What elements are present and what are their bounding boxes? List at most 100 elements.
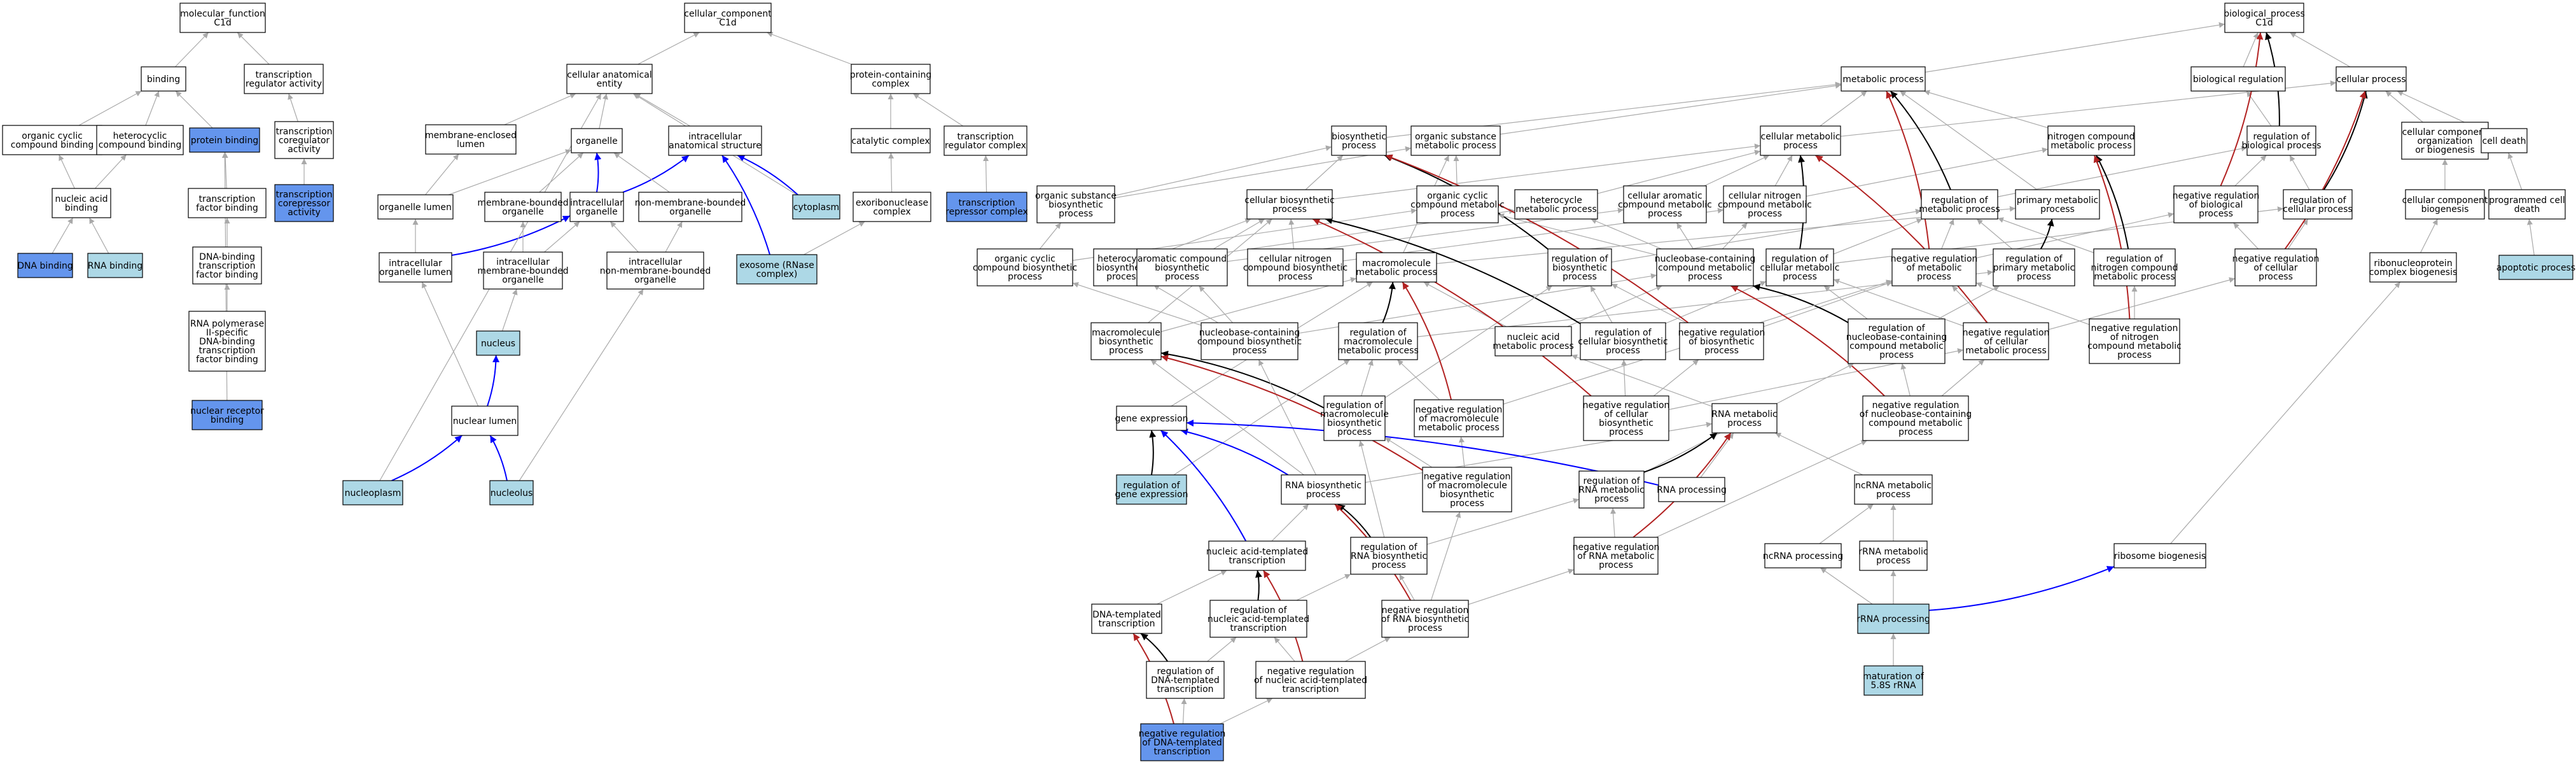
node-breg[interactable]: biological regulation bbox=[2190, 66, 2286, 92]
node-nplasm[interactable]: nucleoplasm bbox=[342, 480, 403, 505]
node-ncolus[interactable]: nucleolus bbox=[489, 480, 534, 505]
node-rrnap[interactable]: rRNA processing bbox=[1856, 603, 1930, 634]
node-rnab[interactable]: RNA binding bbox=[87, 253, 143, 278]
node-rnap[interactable]: RNA processing bbox=[1657, 477, 1727, 502]
node-rb[interactable]: ribosome biogenesis bbox=[2113, 543, 2206, 568]
node-nlumen[interactable]: nuclear lumen bbox=[451, 406, 519, 436]
node-app[interactable]: apoptotic process bbox=[2496, 255, 2575, 280]
node-metp[interactable]: metabolic process bbox=[1841, 66, 1926, 92]
node-catc[interactable]: catalytic complex bbox=[851, 128, 931, 153]
node-nucleus[interactable]: nucleus bbox=[476, 330, 520, 356]
node-ol[interactable]: organelle lumen bbox=[377, 194, 454, 220]
node-protb[interactable]: protein binding bbox=[189, 127, 260, 153]
node-ncrnap[interactable]: ncRNA processing bbox=[1763, 543, 1843, 568]
node-cyto[interactable]: cytoplasm bbox=[792, 194, 840, 220]
node-cdeath[interactable]: cell death bbox=[2481, 128, 2528, 153]
node-dnab[interactable]: DNA binding bbox=[17, 253, 73, 278]
node-organelle[interactable]: organelle bbox=[571, 128, 623, 153]
